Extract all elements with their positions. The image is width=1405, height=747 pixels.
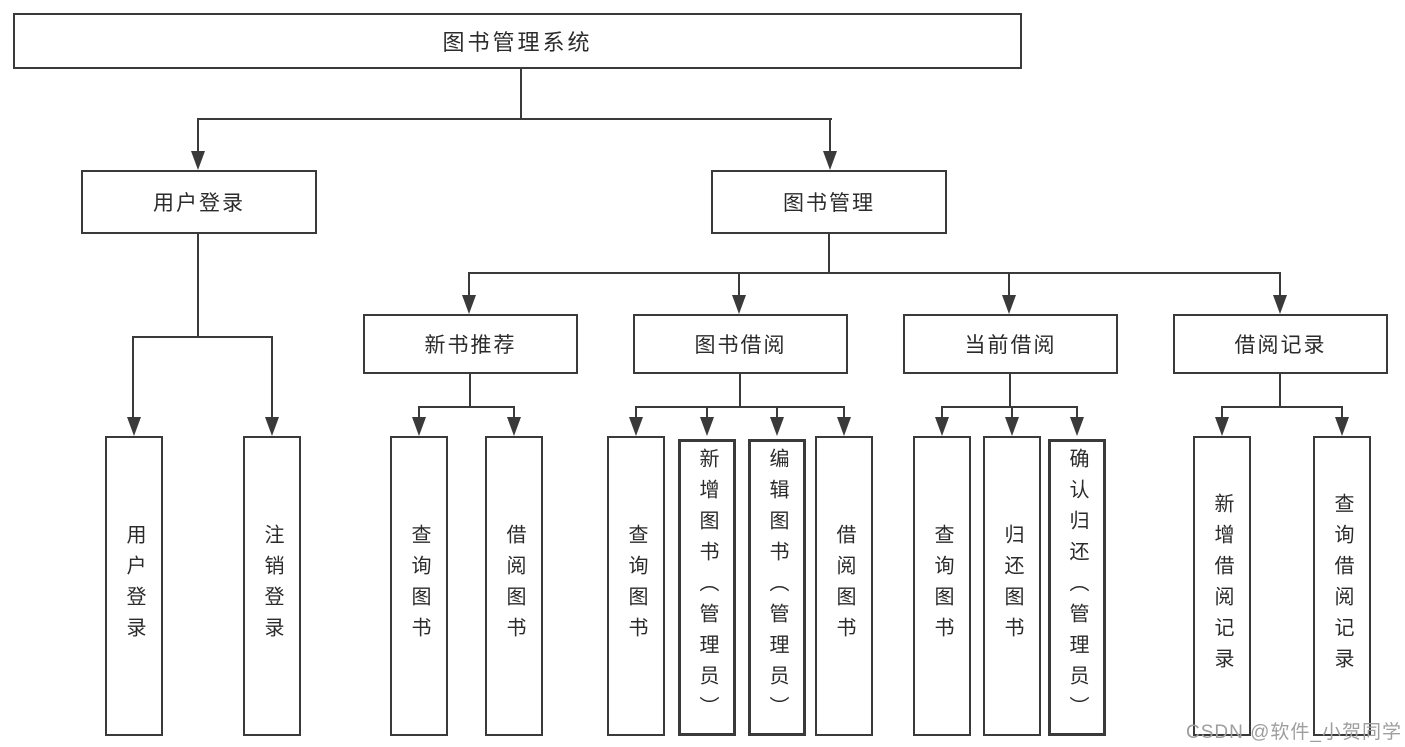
connector-drop [776, 406, 778, 420]
arrow-down-icon [935, 417, 949, 436]
connector-drop [1341, 406, 1343, 420]
arrow-down-icon [1070, 417, 1084, 436]
leaf-query-borrow-record: 查询借阅记录 [1313, 436, 1371, 736]
leaf-edit-book-admin: 编辑图书（管理员） [748, 439, 806, 736]
node-user-login-label: 用户登录 [153, 192, 245, 215]
connector-drop [941, 406, 943, 420]
watermark: CSDN @软件_小贺同学 [1186, 722, 1402, 743]
leaf-label: 新增借阅记录 [1211, 493, 1233, 679]
node-current-borrow: 当前借阅 [903, 314, 1118, 374]
node-root: 图书管理系统 [13, 13, 1022, 69]
connector-drop [418, 406, 420, 420]
arrow-down-icon [1002, 295, 1016, 314]
node-user-login: 用户登录 [81, 170, 317, 234]
leaf-borrow-book-recommend: 借阅图书 [485, 436, 543, 736]
leaf-return-book: 归还图书 [983, 436, 1041, 736]
connector-drop [271, 336, 273, 420]
connector-drop-book-mgmt [829, 118, 831, 154]
leaf-query-current: 查询图书 [913, 436, 971, 736]
leaf-confirm-return-admin: 确认归还（管理员） [1048, 439, 1106, 736]
arrow-down-icon [1005, 417, 1019, 436]
leaf-add-borrow-record: 新增借阅记录 [1193, 436, 1251, 736]
arrow-down-icon [823, 151, 837, 170]
connector-rail [1221, 406, 1343, 408]
connector-drop [1008, 272, 1010, 298]
arrow-down-icon [412, 417, 426, 436]
node-new-book-recommend-label: 新书推荐 [424, 334, 517, 357]
leaf-borrow-book: 借阅图书 [815, 436, 873, 736]
connector-drop [635, 406, 637, 420]
arrow-down-icon [1215, 417, 1229, 436]
node-borrow-record-label: 借阅记录 [1234, 334, 1327, 357]
connector-drop [1221, 406, 1223, 420]
node-book-mgmt: 图书管理 [711, 170, 947, 234]
connector-drop [738, 272, 740, 298]
connector-drop [1011, 406, 1013, 420]
arrow-down-icon [191, 151, 205, 170]
leaf-user-login: 用户登录 [105, 436, 163, 736]
arrow-down-icon [837, 417, 851, 436]
connector-drop [132, 336, 134, 420]
connector-drop [1076, 406, 1078, 420]
connector-level2-rail [468, 272, 1281, 274]
leaf-label: 归还图书 [1001, 524, 1023, 648]
connector-drop [706, 406, 708, 420]
leaf-label: 借阅图书 [503, 524, 525, 648]
connector-rail [418, 406, 515, 408]
node-current-borrow-label: 当前借阅 [964, 334, 1057, 357]
arrow-down-icon [770, 417, 784, 436]
arrow-down-icon [462, 295, 476, 314]
arrow-down-icon [1335, 417, 1349, 436]
leaf-label: 借阅图书 [833, 524, 855, 648]
leaf-query-book-recommend: 查询图书 [390, 436, 448, 736]
connector-stem [739, 374, 741, 406]
leaf-label: 注销登录 [261, 524, 283, 648]
connector-book-mgmt-stem [828, 234, 830, 272]
connector-user-login-rail [132, 336, 273, 338]
connector-drop [1279, 272, 1281, 298]
leaf-label: 查询图书 [931, 524, 953, 648]
leaf-logout: 注销登录 [243, 436, 301, 736]
connector-user-login-stem [197, 234, 199, 336]
connector-stem [1009, 374, 1011, 406]
leaf-label: 确认归还（管理员） [1066, 448, 1088, 727]
leaf-label: 查询图书 [625, 524, 647, 648]
leaf-query-book: 查询图书 [607, 436, 665, 736]
leaf-add-book-admin: 新增图书（管理员） [678, 439, 736, 736]
arrow-down-icon [629, 417, 643, 436]
connector-stem [1279, 374, 1281, 406]
leaf-label: 编辑图书（管理员） [766, 448, 788, 727]
node-new-book-recommend: 新书推荐 [363, 314, 578, 374]
leaf-label: 查询借阅记录 [1331, 493, 1353, 679]
node-borrow-record: 借阅记录 [1173, 314, 1388, 374]
connector-stem [469, 374, 471, 406]
connector-rail [941, 406, 1078, 408]
node-book-borrow-label: 图书借阅 [694, 334, 787, 357]
connector-drop [513, 406, 515, 420]
arrow-down-icon [127, 417, 141, 436]
arrow-down-icon [732, 295, 746, 314]
arrow-down-icon [700, 417, 714, 436]
node-root-label: 图书管理系统 [442, 30, 593, 55]
node-book-borrow: 图书借阅 [633, 314, 848, 374]
arrow-down-icon [265, 417, 279, 436]
leaf-label: 用户登录 [123, 524, 145, 648]
leaf-label: 查询图书 [408, 524, 430, 648]
connector-rail [635, 406, 845, 408]
connector-root-stem [520, 69, 522, 118]
connector-drop [468, 272, 470, 298]
arrow-down-icon [507, 417, 521, 436]
connector-drop [843, 406, 845, 420]
node-book-mgmt-label: 图书管理 [783, 192, 875, 215]
leaf-label: 新增图书（管理员） [696, 448, 718, 727]
connector-level1-rail [197, 118, 832, 120]
connector-drop-user-login [197, 118, 199, 154]
arrow-down-icon [1273, 295, 1287, 314]
